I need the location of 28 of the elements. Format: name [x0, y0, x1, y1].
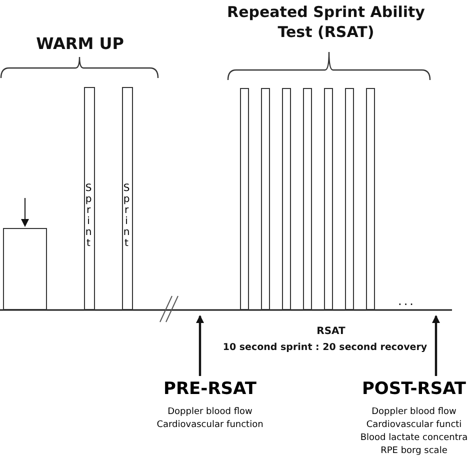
time-point-heading: POST-RSAT: [360, 378, 468, 400]
arrow: [21, 198, 29, 227]
sprint-bar: [122, 87, 133, 310]
measure-text: Doppler blood flow: [370, 406, 458, 419]
measure-text: Doppler blood flow: [166, 406, 254, 419]
measure-text: Blood lactate concentra: [359, 432, 469, 445]
sprint-bar: [324, 88, 333, 310]
sprint-bar: [261, 88, 270, 310]
arrow: [196, 315, 204, 376]
protocol-label: RSAT: [316, 326, 346, 337]
sprint-bar: [84, 87, 95, 310]
sprint-bar: [303, 88, 312, 310]
sprint-bar: [282, 88, 291, 310]
warm-up-block: [3, 228, 47, 310]
bar-label: Sprint: [123, 183, 132, 249]
sprint-bar: [366, 88, 375, 310]
sprint-bar: [240, 88, 249, 310]
measure-text: RPE borg scale: [380, 445, 448, 458]
sprint-bar: [345, 88, 354, 310]
arrow: [432, 315, 440, 376]
ellipsis: ...: [398, 294, 416, 308]
measure-text: Cardiovascular function: [156, 419, 264, 432]
time-point-heading: PRE-RSAT: [162, 378, 258, 400]
bar-label: Sprint: [85, 183, 94, 249]
section-heading: WARM UP: [35, 34, 125, 53]
protocol-label: 10 second sprint : 20 second recovery: [222, 342, 428, 353]
measure-text: Cardiovascular functi: [365, 419, 463, 432]
diagram-heading: Repeated Sprint Ability Test (RSAT): [226, 2, 426, 42]
